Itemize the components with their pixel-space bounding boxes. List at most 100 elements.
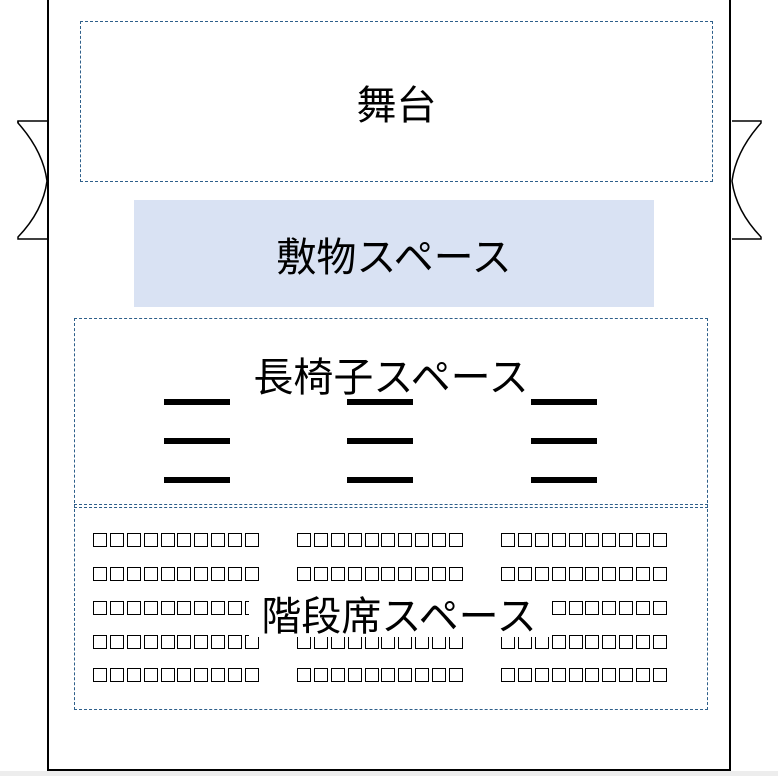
step-seat (551, 601, 566, 615)
step-seat (330, 533, 345, 547)
seat-block (297, 533, 466, 549)
step-seat (228, 567, 243, 581)
step-seat (194, 601, 209, 615)
step-seat (330, 668, 345, 682)
step-seat (313, 567, 328, 581)
step-seat (245, 668, 260, 682)
step-seat (228, 668, 243, 682)
step-seat (143, 668, 158, 682)
step-seat (381, 668, 396, 682)
step-seat (568, 668, 583, 682)
bench (164, 477, 230, 483)
step-seat (228, 533, 243, 547)
seat-block (297, 635, 466, 651)
seat-block (297, 668, 466, 684)
step-seat (177, 567, 192, 581)
step-seat (449, 533, 464, 547)
step-seat (177, 533, 192, 547)
step-seat (160, 601, 175, 615)
step-seat (364, 668, 379, 682)
bench (164, 438, 230, 444)
step-seat (653, 668, 668, 682)
step-seat (143, 601, 158, 615)
step-seat (211, 635, 226, 649)
step-seat (517, 668, 532, 682)
room-outline (47, 0, 731, 771)
step-seat (534, 668, 549, 682)
step-seat (347, 567, 362, 581)
bench (347, 477, 413, 483)
step-seat (126, 601, 141, 615)
step-seat (228, 601, 243, 615)
step-seat (109, 533, 124, 547)
step-seat (501, 533, 515, 547)
step-seat (297, 668, 311, 682)
step-seat (517, 567, 532, 581)
step-seat (432, 567, 447, 581)
seat-block (501, 635, 670, 651)
step-seat (330, 567, 345, 581)
step-seat (177, 601, 192, 615)
step-seat (585, 533, 600, 547)
step-seat (126, 635, 141, 649)
step-seat (194, 668, 209, 682)
bench-space-zone: 長椅子スペース (74, 318, 708, 508)
step-seat (160, 668, 175, 682)
step-seat (534, 533, 549, 547)
step-seat (551, 668, 566, 682)
seat-block (501, 567, 670, 583)
step-seat (534, 635, 549, 649)
mat-space-zone: 敷物スペース (134, 200, 654, 307)
step-seat (551, 567, 566, 581)
step-seat (245, 533, 260, 547)
step-seat (313, 668, 328, 682)
step-seat (194, 567, 209, 581)
step-seat (568, 601, 583, 615)
step-seat (585, 635, 600, 649)
step-seat (619, 533, 634, 547)
mat-space-label: 敷物スペース (276, 234, 512, 281)
step-seat (653, 567, 668, 581)
step-seat (619, 567, 634, 581)
step-seat (398, 533, 413, 547)
step-seat (364, 567, 379, 581)
step-seat (93, 533, 107, 547)
step-seat (653, 635, 668, 649)
step-seat (653, 601, 668, 615)
step-seat (415, 668, 430, 682)
step-seat (381, 567, 396, 581)
step-seat (211, 533, 226, 547)
step-seat (449, 668, 464, 682)
step-seat (245, 567, 260, 581)
step-seat (160, 567, 175, 581)
step-seat (636, 567, 651, 581)
step-seat (432, 668, 447, 682)
step-seat (415, 567, 430, 581)
stage-zone: 舞台 (80, 21, 713, 182)
step-seat (636, 635, 651, 649)
step-seat (619, 601, 634, 615)
step-seat (602, 533, 617, 547)
step-seat (347, 668, 362, 682)
bench (164, 399, 230, 405)
step-seat (143, 567, 158, 581)
bench (531, 438, 597, 444)
step-seat (93, 635, 107, 649)
step-seat (636, 601, 651, 615)
step-seat (501, 668, 515, 682)
step-seat (585, 668, 600, 682)
step-seat (126, 668, 141, 682)
seat-block (93, 567, 262, 583)
step-seat (653, 533, 668, 547)
step-seat (211, 601, 226, 615)
step-seat (160, 533, 175, 547)
step-seat (602, 635, 617, 649)
step-seat (228, 635, 243, 649)
bench (347, 399, 413, 405)
step-seat (449, 567, 464, 581)
step-seat (211, 668, 226, 682)
seat-block (93, 635, 262, 651)
step-seat (432, 533, 447, 547)
step-seating-label: 階段席スペース (249, 589, 549, 640)
seat-block (93, 533, 262, 549)
